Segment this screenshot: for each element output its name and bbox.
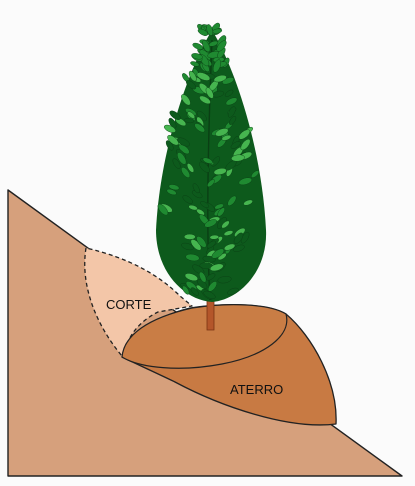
leaf	[184, 234, 195, 240]
cut-label: CORTE	[106, 297, 152, 312]
fill-label: ATERRO	[230, 382, 283, 397]
